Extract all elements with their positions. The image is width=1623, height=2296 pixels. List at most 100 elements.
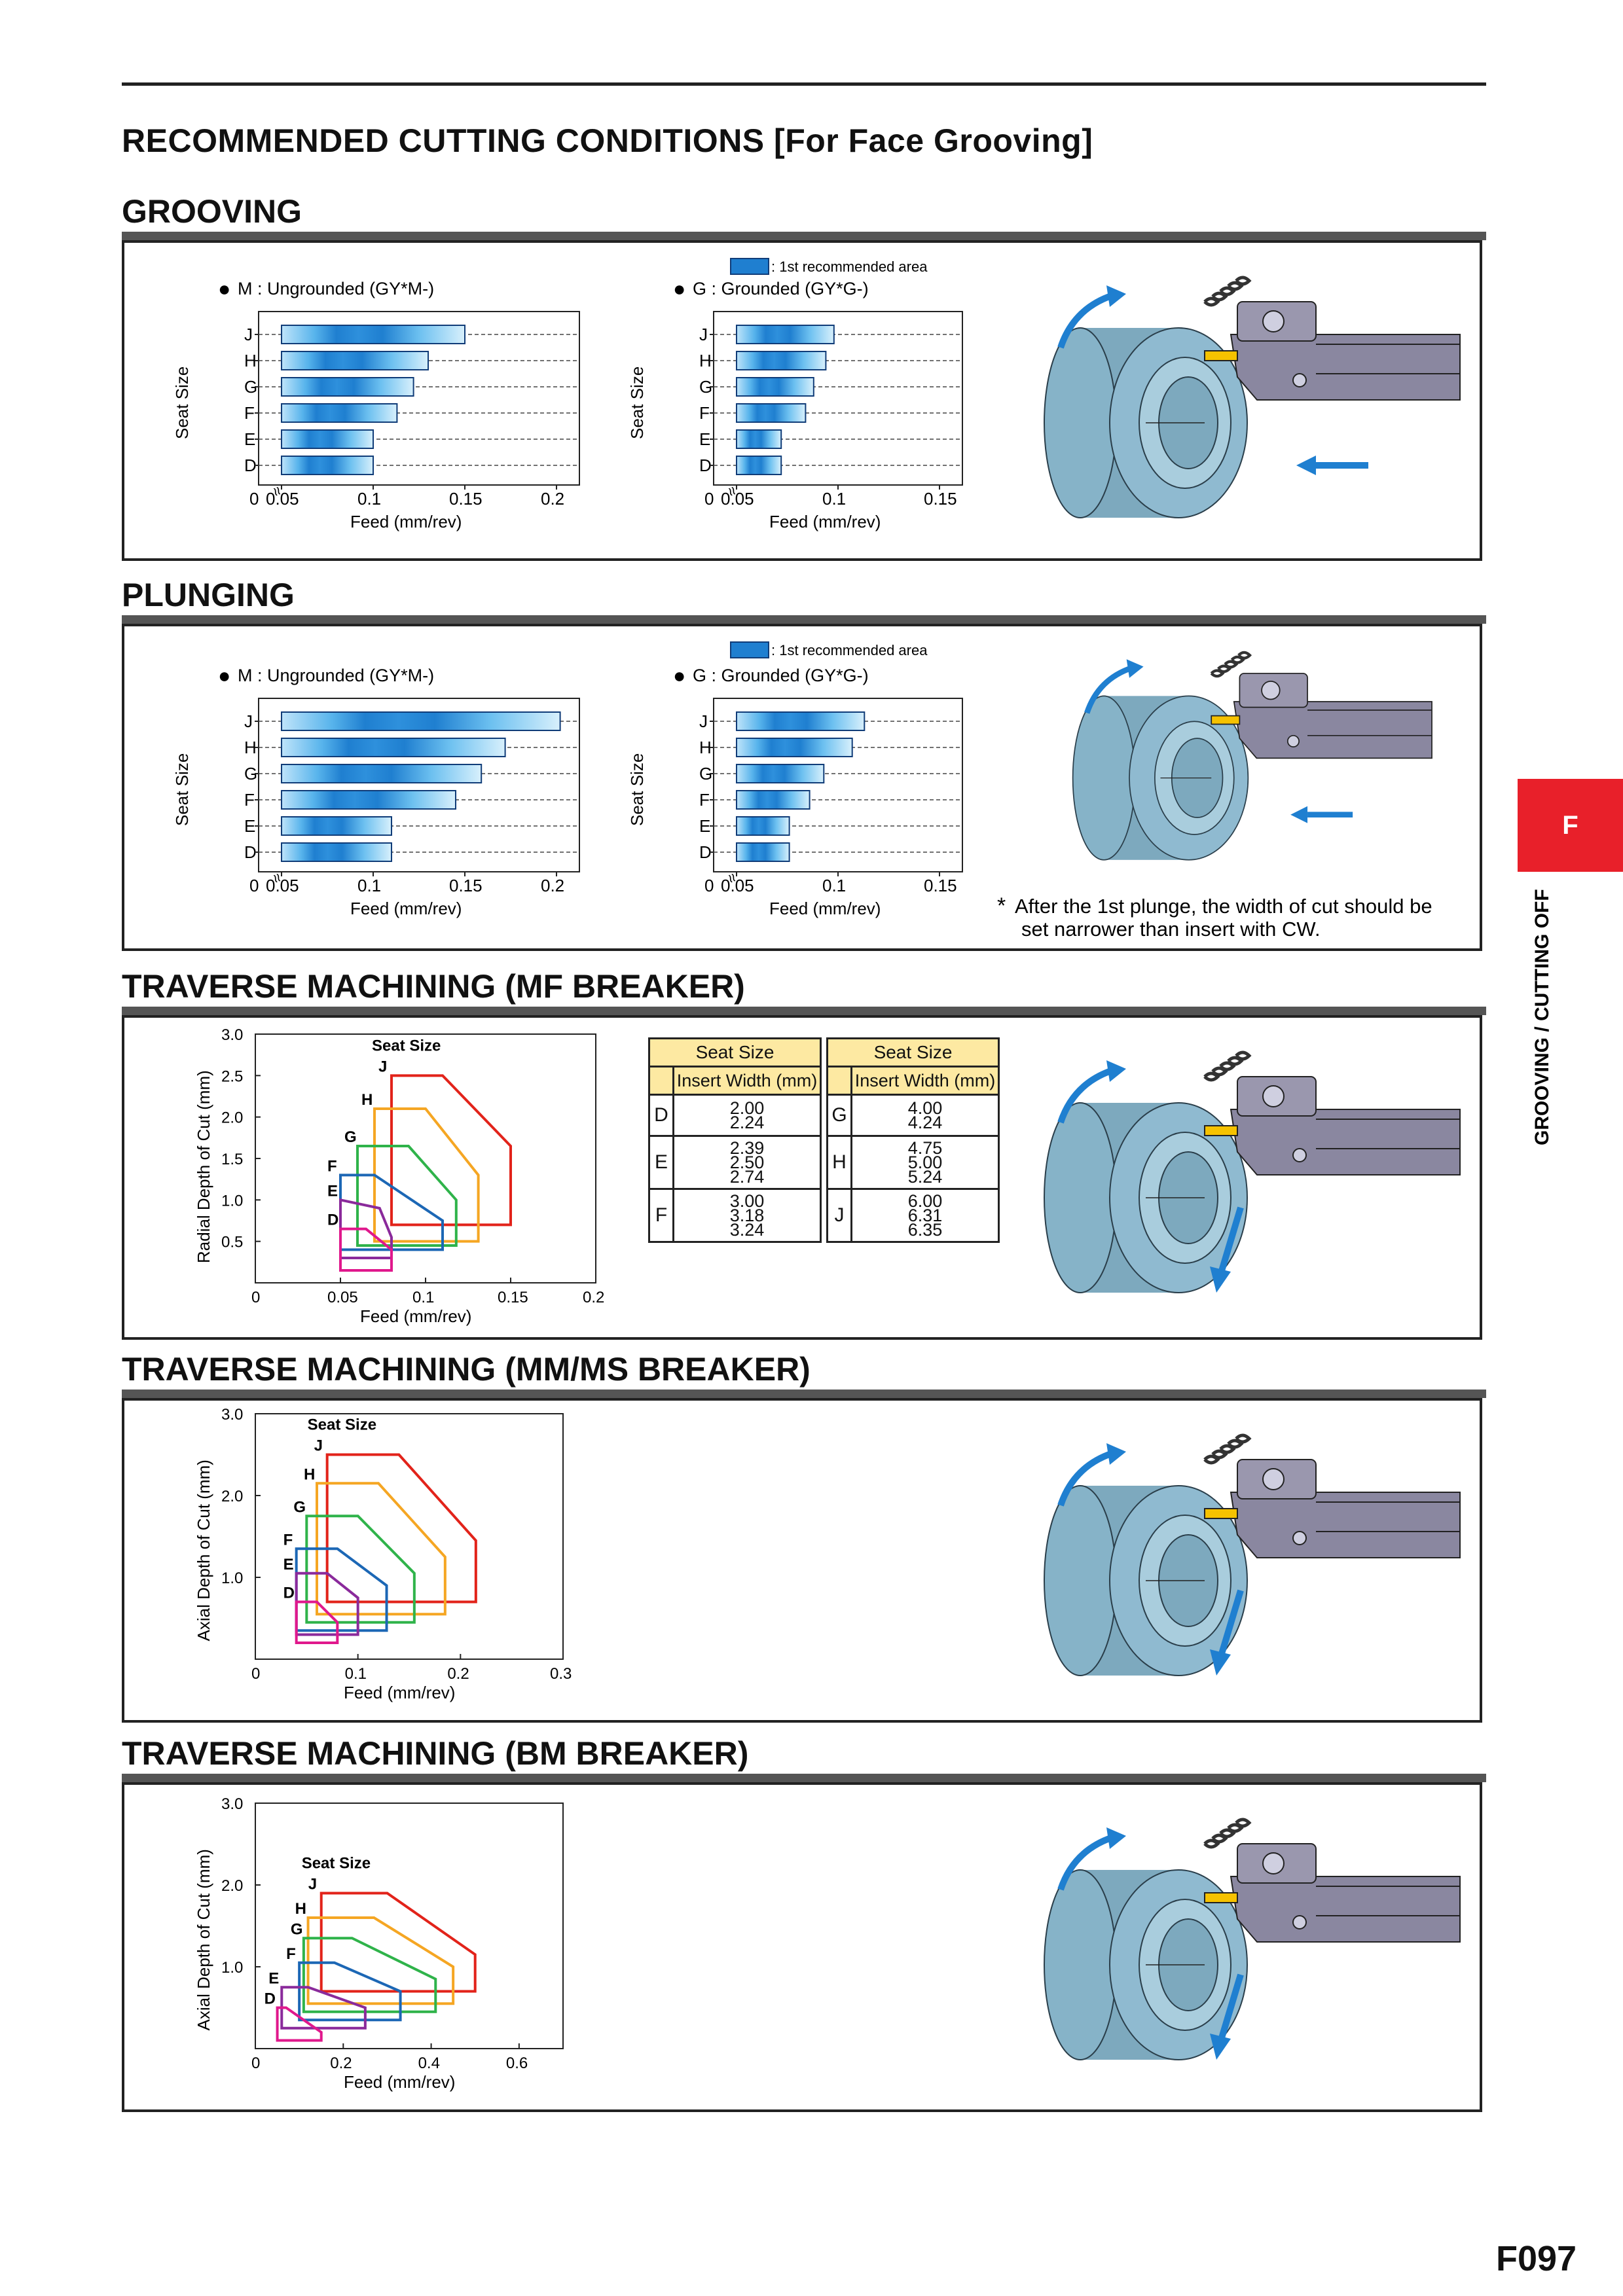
svg-text:set narrower than insert with: set narrower than insert with CW. [1021, 918, 1321, 941]
screw-icon [1262, 1085, 1285, 1107]
y-tick-label: 1.5 [221, 1151, 243, 1168]
series-label: F [283, 1531, 293, 1549]
seat-tick-label: G [699, 377, 712, 397]
chip-icon [1227, 1056, 1244, 1066]
series-label: J [378, 1058, 387, 1075]
seat-tick-label: E [244, 816, 255, 836]
x-tick-label: 0.1 [822, 876, 846, 895]
chip-icon [1227, 281, 1244, 291]
series-label: E [283, 1556, 294, 1573]
page-number: F097 [1496, 2239, 1577, 2278]
series-label: E [268, 1969, 279, 1987]
arrow-head-icon [1210, 1649, 1231, 1676]
range-bar [736, 403, 807, 423]
y-tick-label: 3.0 [221, 1406, 243, 1424]
screw-icon [1286, 734, 1300, 747]
section-bar [122, 1007, 1486, 1015]
range-bar [736, 325, 835, 344]
section-title-bm: TRAVERSE MACHINING (BM BREAKER) [122, 1735, 749, 1772]
x-tick-label: 0 [251, 1665, 260, 1683]
area-f [298, 1961, 402, 2022]
svg-text:*: * [997, 893, 1006, 918]
section-title-mf: TRAVERSE MACHINING (MF BREAKER) [122, 968, 745, 1005]
chip-icon [1235, 1433, 1252, 1444]
screw-icon [1262, 310, 1285, 332]
y-axis-label: Axial Depth of Cut (mm) [194, 1849, 213, 2030]
area-j [390, 1074, 512, 1227]
x-tick-label: 0.1 [822, 489, 846, 509]
insert [1204, 1892, 1238, 1903]
workpiece-back [1044, 1869, 1117, 2060]
x-tick-label: 0.05 [721, 489, 754, 509]
bullet-icon: ● [673, 664, 685, 687]
chart-title: G : Grounded (GY*G-) [693, 279, 869, 298]
plunging-note: * After the 1st plunge, the width of cut… [997, 893, 1432, 941]
seat-tick-label: G [244, 764, 257, 783]
side-tab-label: GROOVING / CUTTING OFF [1531, 889, 1553, 1145]
feed-arrow [1218, 1589, 1244, 1657]
range-bar [736, 738, 853, 757]
chip-icon [1227, 1439, 1244, 1449]
panel-plunging: : 1st recommended area ●M : Ungrounded (… [122, 624, 1482, 951]
plot-frame [255, 1413, 564, 1660]
y-tick-label: 2.5 [221, 1067, 243, 1085]
x-tick-label: 0 [704, 489, 714, 509]
chip-icon [1211, 1833, 1228, 1844]
tool-holder [1230, 1109, 1461, 1175]
chip-icon [1203, 1839, 1220, 1849]
area-e [280, 1986, 367, 2030]
series-label: D [327, 1211, 338, 1229]
chip-icon [1219, 1828, 1236, 1839]
y-tick-label: 3.0 [221, 1795, 243, 1813]
seat-tick-label: D [699, 456, 712, 475]
feed-arrow [1218, 1973, 1244, 2041]
seat-tick-label: F [699, 790, 710, 810]
chip-icon [1203, 296, 1220, 307]
area-g [356, 1145, 458, 1247]
range-bar [736, 816, 790, 836]
screw-icon [1262, 1468, 1285, 1490]
range-bar [281, 429, 374, 449]
svg-text:: 1st recommended area: : 1st recommended area [771, 642, 928, 658]
workpiece-back [1044, 1102, 1117, 1293]
seat-tick-label: D [244, 842, 257, 862]
arrow-head-icon [1210, 2034, 1231, 2060]
chart-title: G : Grounded (GY*G-) [693, 666, 869, 685]
rotation-arrow [1057, 1450, 1114, 1507]
series-label: G [344, 1128, 357, 1146]
chip-icon [1230, 655, 1245, 664]
illustration-bm [1041, 1804, 1467, 2092]
chip-icon [1235, 276, 1252, 286]
illustration-mm [1041, 1420, 1467, 1708]
chip-icon [1203, 1454, 1220, 1465]
range-bar [736, 790, 811, 810]
x-tick-label: 0.2 [541, 489, 564, 509]
seat-tick-label: E [699, 816, 710, 836]
rotation-arrow [1057, 1067, 1114, 1124]
area-j [319, 1892, 477, 1993]
seat-tick-label: J [244, 325, 253, 344]
chart-title: M : Ungrounded (GY*M-) [238, 279, 434, 298]
x-axis-label: Feed (mm/rev) [769, 512, 881, 531]
screw-icon [1292, 1915, 1307, 1929]
x-axis-label: Feed (mm/rev) [350, 512, 462, 531]
range-bar [281, 842, 392, 862]
seat-tick-label: H [244, 738, 257, 757]
x-axis-label: Feed (mm/rev) [350, 899, 462, 918]
svg-text:After the 1st plunge, the widt: After the 1st plunge, the width of cut s… [1015, 895, 1432, 918]
screw-icon [1261, 681, 1281, 700]
x-tick-label: 0 [704, 876, 714, 895]
series-label: G [291, 1920, 303, 1938]
chip-icon [1219, 1061, 1236, 1071]
section-bar [122, 1390, 1486, 1398]
x-tick-label: 0.2 [541, 876, 564, 895]
chip-icon [1237, 651, 1252, 660]
range-bar [281, 816, 392, 836]
area-e [339, 1198, 393, 1259]
tool-holder [1230, 334, 1461, 401]
